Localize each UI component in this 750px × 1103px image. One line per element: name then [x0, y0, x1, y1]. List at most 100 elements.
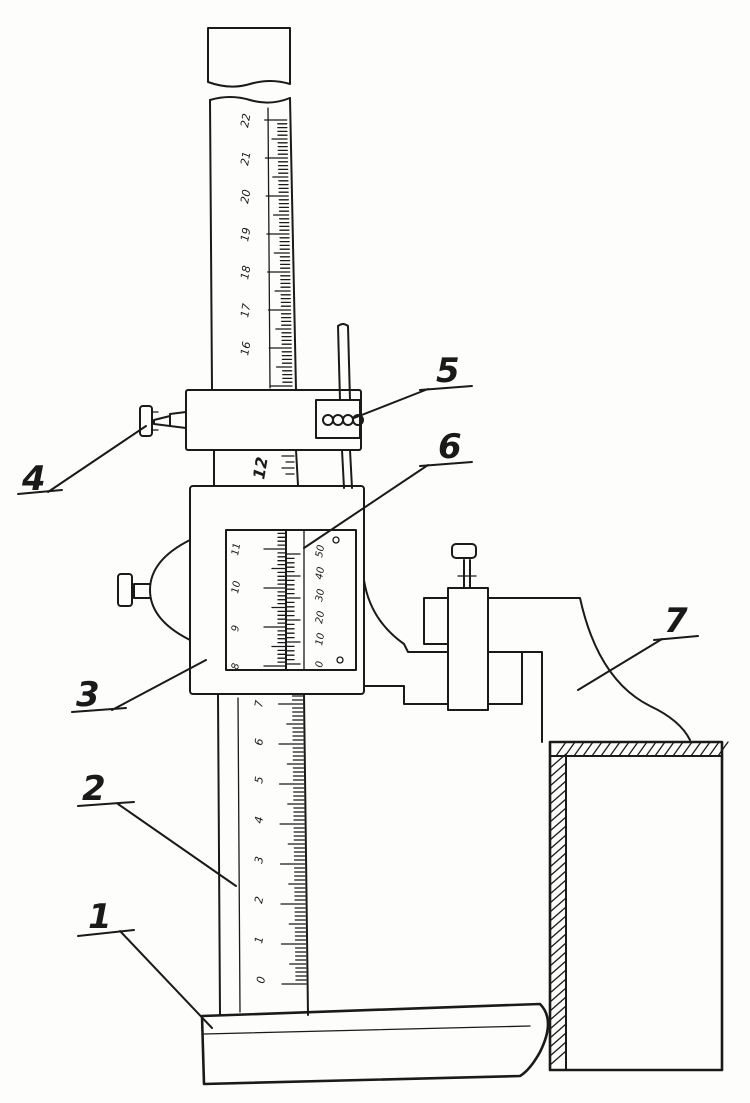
upper-scale-label: 22	[238, 112, 253, 128]
callout-1: 1	[88, 897, 112, 937]
hatch-line	[573, 741, 585, 757]
hatch-line	[549, 960, 567, 976]
workpiece-block	[548, 740, 724, 1072]
hatch-line	[549, 789, 567, 805]
lower-scale-label: 6	[252, 737, 266, 746]
lower-scale-label: 0	[254, 975, 268, 984]
hatch-line	[549, 798, 567, 814]
window-scale-labels: 8 9 10 11	[230, 542, 243, 670]
spring-coil	[322, 414, 364, 426]
hatch-line	[549, 978, 567, 994]
hatch-line	[549, 1032, 567, 1048]
base	[200, 1002, 550, 1086]
callout-3: 3	[76, 675, 100, 715]
hatch-line	[600, 741, 612, 757]
middle-scale: 12	[249, 455, 295, 481]
hatch-line	[549, 1005, 567, 1021]
hatch-line	[618, 741, 630, 757]
hatch-line	[549, 771, 567, 787]
hatch-line	[549, 834, 567, 850]
hatch-line	[549, 825, 567, 841]
hatch-line	[582, 741, 594, 757]
window-scale-label: 9	[230, 624, 242, 632]
hatch-line	[549, 780, 567, 796]
lower-scale-ticks	[277, 695, 307, 985]
hatch-line	[654, 741, 666, 757]
hatch-line	[699, 741, 711, 757]
upper-scale-label: 18	[238, 264, 253, 280]
lower-scale-label: 7	[252, 699, 266, 708]
upper-scale-label: 20	[238, 188, 253, 204]
scriber-arm	[363, 543, 691, 743]
hatch-line	[549, 951, 567, 967]
vernier-label: 40	[314, 566, 327, 580]
hatch-line	[549, 915, 567, 931]
upper-scale-labels: 16 17 18 19 20 21 22	[238, 112, 253, 356]
vernier-label: 0	[314, 660, 326, 668]
hatch-line	[549, 843, 567, 859]
fine-adjust-clamp	[139, 323, 364, 489]
hatch-line	[549, 942, 567, 958]
callout-7: 7	[664, 601, 688, 641]
hatch-line	[564, 741, 576, 757]
hatch-line	[549, 870, 567, 886]
lower-scale-labels: 0 1 2 3 4 5 6 7	[252, 699, 268, 984]
hatch-line	[549, 888, 567, 904]
callouts: 1 2 3 4 5 6 7	[17, 351, 699, 1029]
upper-scale-ticks	[264, 119, 293, 387]
vernier-label: 20	[314, 610, 327, 624]
upper-scale-label: 17	[238, 302, 253, 318]
hatch-line	[663, 741, 675, 757]
hatch-line	[549, 897, 567, 913]
block-hatching	[549, 741, 729, 1066]
window-scale-label: 10	[230, 580, 243, 594]
slider	[117, 485, 365, 695]
hatch-line	[672, 741, 684, 757]
callout-5: 5	[436, 351, 460, 391]
lower-scale-label: 4	[252, 815, 266, 824]
hatch-line	[549, 924, 567, 940]
lower-scale-label: 5	[252, 775, 266, 784]
callout-4: 4	[21, 459, 46, 499]
hatch-line	[609, 741, 621, 757]
callout-2: 2	[82, 769, 106, 809]
lower-scale-label: 3	[252, 855, 266, 864]
hatch-line	[549, 1041, 567, 1057]
hatch-line	[549, 987, 567, 1003]
hatch-line	[549, 762, 567, 778]
upper-scale-label: 19	[238, 226, 253, 242]
hatch-line	[549, 879, 567, 895]
lower-scale-label: 2	[252, 895, 266, 904]
hatch-line	[645, 741, 657, 757]
window-scale-label: 11	[230, 542, 243, 556]
hatch-line	[555, 741, 567, 757]
hatch-line	[549, 816, 567, 832]
hatch-line	[549, 753, 567, 769]
hatch-line	[549, 906, 567, 922]
hatch-line	[681, 741, 693, 757]
middle-scale-label: 12	[249, 455, 272, 480]
beam	[207, 27, 309, 1016]
vernier-labels: 0 10 20 30 40 50	[314, 544, 327, 668]
hatch-line	[549, 1014, 567, 1030]
upper-scale-label: 16	[238, 340, 253, 356]
hatch-line	[627, 741, 639, 757]
hatch-line	[549, 933, 567, 949]
hatch-line	[636, 741, 648, 757]
hatch-line	[717, 741, 729, 757]
hatch-line	[549, 996, 567, 1012]
lower-scale-label: 1	[252, 935, 266, 944]
hatch-line	[549, 1050, 567, 1066]
vernier-label: 50	[314, 544, 327, 558]
hatch-line	[549, 1023, 567, 1039]
hatch-line	[591, 741, 603, 757]
hatch-line	[549, 861, 567, 877]
window-scale-label: 8	[230, 662, 242, 670]
upper-scale-label: 21	[238, 150, 253, 166]
hatch-line	[690, 741, 702, 757]
hatch-line	[549, 807, 567, 823]
hatch-line	[549, 969, 567, 985]
window-scale-ticks	[263, 532, 301, 667]
